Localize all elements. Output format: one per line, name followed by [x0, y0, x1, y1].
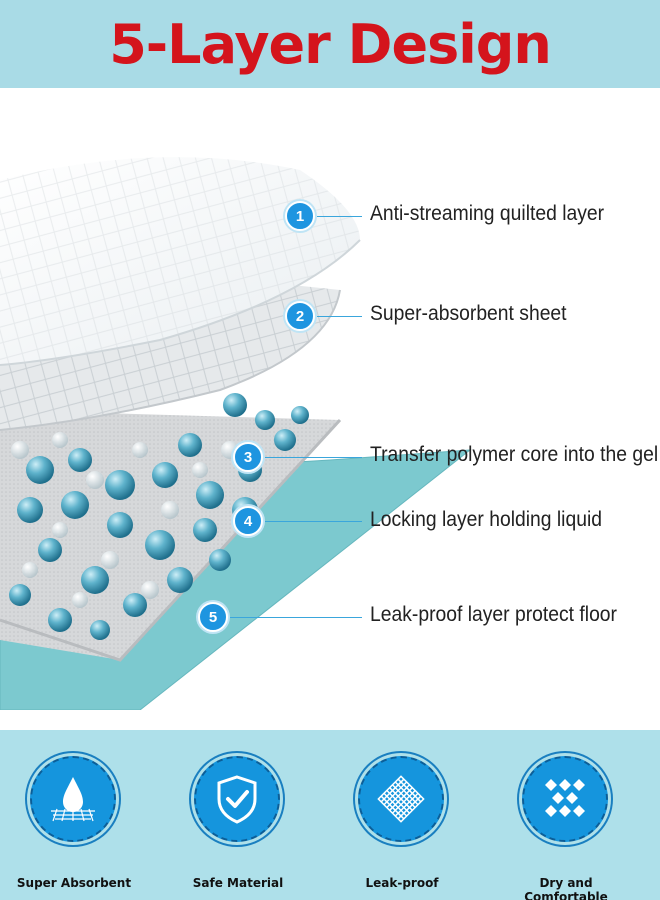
layer-number-badge: 1 [285, 201, 315, 231]
diamond-pattern-icon [545, 779, 585, 817]
layer-number-badge: 3 [233, 442, 263, 472]
header-banner: 5-Layer Design [0, 0, 660, 88]
layer-label: Transfer polymer core into the gel [370, 443, 659, 466]
leader-line [265, 457, 362, 458]
layer-callout-2: 2 Super-absorbent sheet [0, 296, 660, 336]
feature-dry-comfortable: Dry and Comfortable [496, 756, 636, 900]
feature-label: Leak-proof [365, 876, 439, 890]
leader-line [317, 216, 362, 217]
mesh-grid-icon [377, 775, 425, 823]
layer-number-badge: 5 [198, 602, 228, 632]
page-title: 5-Layer Design [109, 12, 552, 76]
layer-callout-3: 3 Transfer polymer core into the gel [0, 440, 660, 480]
feature-super-absorbent: Super Absorbent [4, 756, 144, 900]
layer-label: Anti-streaming quilted layer [370, 202, 605, 225]
leader-line [317, 316, 362, 317]
shield-check-icon [217, 775, 257, 824]
layer-label: Super-absorbent sheet [370, 302, 567, 325]
feature-icon-circle [30, 756, 116, 842]
water-drop-icon [51, 777, 95, 822]
feature-label: Dry and Comfortable [524, 876, 608, 900]
feature-icon-circle [194, 756, 280, 842]
feature-band: Super Absorbent Safe Material Leak-proof [0, 730, 660, 900]
feature-safe-material: Safe Material [168, 756, 308, 900]
layer-label: Leak-proof layer protect floor [370, 603, 617, 626]
feature-label: Super Absorbent [16, 876, 132, 890]
feature-label: Safe Material [192, 876, 284, 890]
feature-leak-proof: Leak-proof [332, 756, 472, 900]
layer-callout-1: 1 Anti-streaming quilted layer [0, 196, 660, 236]
layer-callout-5: 5 Leak-proof layer protect floor [0, 598, 660, 638]
layer-illustration [0, 157, 472, 710]
layer-number-badge: 4 [233, 506, 263, 536]
layer-callout-4: 4 Locking layer holding liquid [0, 504, 660, 544]
feature-icon-circle [358, 756, 444, 842]
leader-line [230, 617, 362, 618]
leader-line [265, 521, 362, 522]
feature-icon-circle [522, 756, 608, 842]
polymer-gel-beads [9, 393, 309, 640]
layer-number-badge: 2 [285, 301, 315, 331]
layer-label: Locking layer holding liquid [370, 508, 602, 531]
